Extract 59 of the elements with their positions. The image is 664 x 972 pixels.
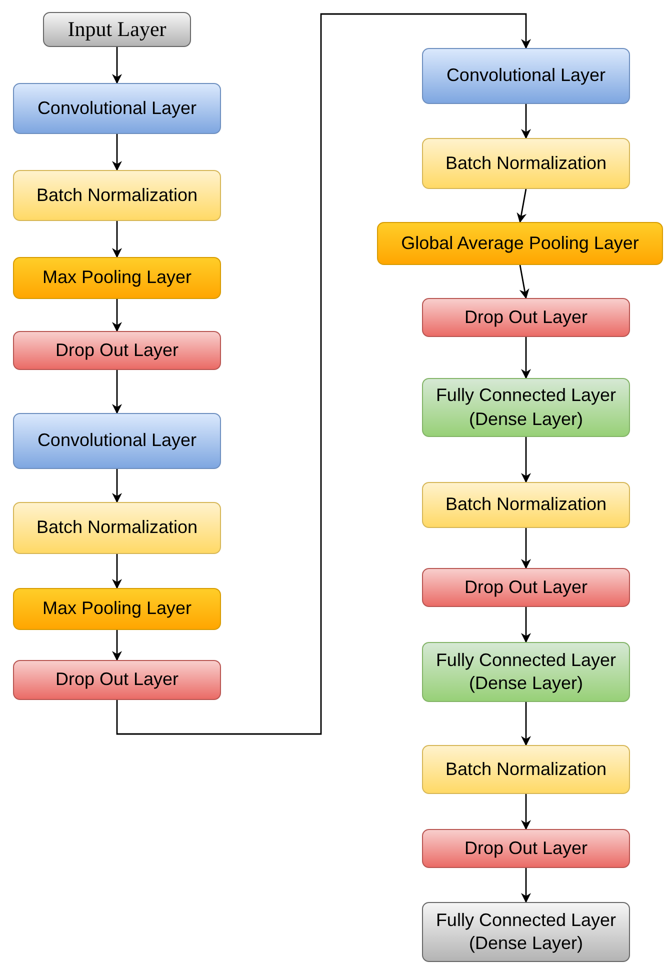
arrow: [521, 337, 531, 379]
layer-label: Global Average Pooling Layer: [401, 232, 639, 255]
output-layer-box: [422, 902, 630, 962]
layer-label: Batch Normalization: [445, 493, 607, 516]
layer-box: [422, 138, 630, 189]
arrow: [112, 134, 122, 171]
layer-label: Fully Connected Layer (Dense Layer): [434, 384, 618, 431]
layer-label: Drop Out Layer: [55, 668, 179, 692]
layer-label: Fully Connected Layer (Dense Layer): [434, 908, 618, 955]
layer-label: Drop Out Layer: [464, 836, 588, 860]
layer-box: [13, 83, 221, 134]
layer-box: [422, 48, 630, 104]
layer-box: [422, 482, 630, 528]
arrow: [116, 13, 531, 735]
layer-box: [13, 331, 221, 370]
layer-box: [13, 660, 221, 700]
arrow: [521, 702, 531, 746]
layer-box: [13, 413, 221, 469]
layer-box: [422, 829, 630, 868]
arrow: [112, 299, 122, 332]
arrow: [521, 868, 531, 903]
arrow: [112, 47, 122, 84]
layer-label: Convolutional Layer: [37, 429, 197, 452]
layer-box: [13, 170, 221, 221]
layer-label: Batch Normalization: [36, 184, 198, 207]
arrow: [521, 607, 531, 643]
layer-label: Drop Out Layer: [464, 306, 588, 329]
layer-box: [13, 257, 221, 299]
arrow: [516, 188, 527, 223]
layer-box: [422, 642, 630, 702]
layer-box: [13, 588, 221, 630]
layer-box: [422, 745, 630, 794]
layer-label: Drop Out Layer: [55, 338, 179, 362]
layer-label: Fully Connected Layer (Dense Layer): [434, 648, 618, 695]
layer-label: Batch Normalization: [445, 152, 607, 175]
arrow: [112, 221, 122, 258]
layer-box: [377, 222, 663, 265]
layer-box: [422, 298, 630, 337]
input-layer-box: [43, 12, 191, 47]
layer-box: [422, 568, 630, 607]
layer-label: Batch Normalization: [36, 516, 198, 540]
layer-box: [422, 378, 630, 437]
arrow: [519, 264, 530, 299]
arrow: [521, 528, 531, 569]
layer-label: Max Pooling Layer: [42, 597, 192, 620]
layer-label: Input Layer: [68, 16, 166, 43]
layer-label: Convolutional Layer: [37, 96, 197, 120]
arrow: [112, 630, 122, 661]
arrow: [521, 437, 531, 483]
arrow: [112, 370, 122, 414]
layer-label: Convolutional Layer: [446, 64, 606, 88]
layer-box: [13, 502, 221, 554]
layer-label: Max Pooling Layer: [42, 266, 192, 290]
arrow: [112, 469, 122, 503]
layer-label: Batch Normalization: [445, 758, 607, 781]
layer-label: Drop Out Layer: [464, 576, 588, 599]
arrow: [112, 554, 122, 589]
arrow: [521, 104, 531, 139]
arrow: [521, 794, 531, 830]
